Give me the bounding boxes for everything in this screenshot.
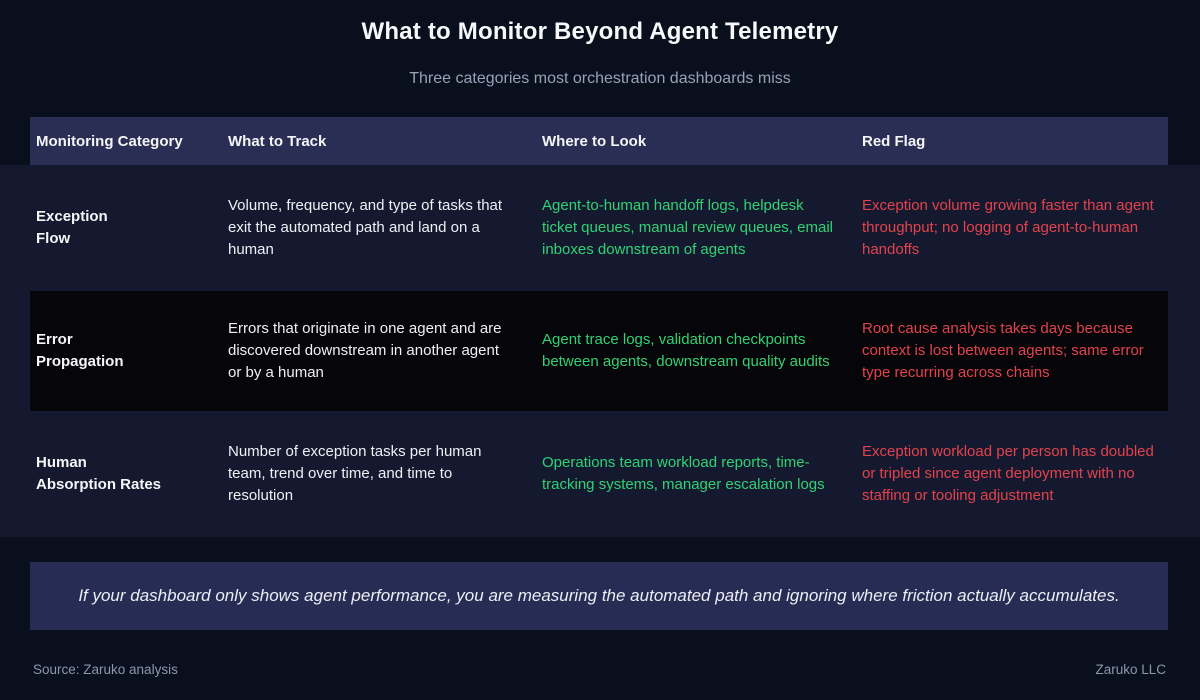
page-title: What to Monitor Beyond Agent Telemetry <box>361 18 839 45</box>
brand-label: Zaruko LLC <box>1095 662 1166 677</box>
table-row-human-absorption-rates: Human Absorption Rates Number of excepti… <box>30 411 1168 537</box>
what-to-track-cell: Number of exception tasks per human team… <box>228 443 482 504</box>
what-to-track-cell: Volume, frequency, and type of tasks tha… <box>228 197 503 258</box>
where-to-look-cell: Operations team workload reports, time-t… <box>542 454 825 493</box>
takeaway-callout: If your dashboard only shows agent perfo… <box>30 562 1168 630</box>
column-header-monitoring-category: Monitoring Category <box>36 132 183 150</box>
table-body: Exception Flow Volume, frequency, and ty… <box>0 165 1200 537</box>
category-cell: Human Absorption Rates <box>36 454 162 493</box>
page-subtitle: Three categories most orchestration dash… <box>409 70 791 87</box>
table-row-error-propagation: Error Propagation Errors that originate … <box>30 291 1168 411</box>
red-flag-cell: Root cause analysis takes days because c… <box>862 320 1144 381</box>
footer: Source: Zaruko analysis Zaruko LLC <box>33 662 1166 677</box>
category-cell: Error Propagation <box>36 331 124 370</box>
table-row-exception-flow: Exception Flow Volume, frequency, and ty… <box>30 165 1168 291</box>
table-header-row: Monitoring Category What to Track Where … <box>30 117 1168 165</box>
column-header-what-to-track: What to Track <box>228 132 327 150</box>
column-header-where-to-look: Where to Look <box>542 132 647 150</box>
column-header-red-flag: Red Flag <box>862 132 926 150</box>
where-to-look-cell: Agent-to-human handoff logs, helpdesk ti… <box>542 197 833 258</box>
what-to-track-cell: Errors that originate in one agent and a… <box>228 320 502 381</box>
category-cell: Exception Flow <box>36 208 108 247</box>
red-flag-cell: Exception volume growing faster than age… <box>862 197 1154 258</box>
red-flag-cell: Exception workload per person has double… <box>862 443 1154 504</box>
source-note: Source: Zaruko analysis <box>33 662 178 677</box>
where-to-look-cell: Agent trace logs, validation checkpoints… <box>542 331 830 370</box>
